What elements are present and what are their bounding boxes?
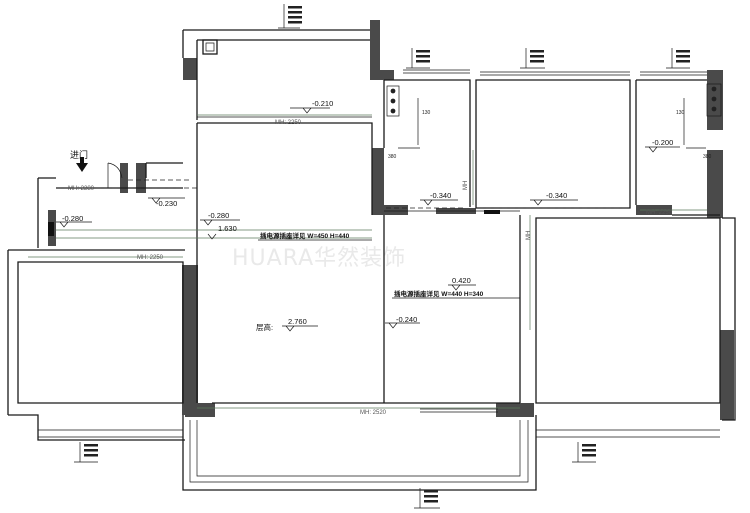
right-bedroom-outline [535, 217, 721, 404]
entry-arrow-icon [76, 163, 88, 172]
fixture-label-living: 插电源插座详见 W=450 H=440 [260, 231, 350, 240]
room-outlines [7, 29, 736, 491]
top-room-fixture-inner [205, 42, 215, 52]
callout-leader [414, 488, 440, 509]
light-dot [390, 98, 396, 104]
balcony-outline [182, 415, 537, 491]
center-hall-outline [383, 215, 521, 403]
level-center: -0.240 [396, 315, 417, 324]
right-outer-wall-line [722, 217, 736, 421]
level-left-entry: -0.280 [62, 214, 83, 223]
level-top-room: -0.210 [312, 99, 333, 108]
bath-vertical-mh: MH [463, 181, 469, 190]
dimension-lines: 130 380 130 380 [388, 98, 712, 160]
level-entry: -0.230 [156, 199, 177, 208]
level-center-room: -0.340 [430, 191, 451, 200]
level-symbol [290, 107, 330, 114]
wall [182, 265, 198, 415]
top-room-outline [182, 29, 370, 120]
level-symbol [530, 199, 578, 206]
level-symbol [200, 219, 240, 226]
floor-height-label: 层高: [256, 322, 273, 332]
light-panel [706, 83, 722, 117]
outlet-mark [484, 210, 500, 214]
mh-left-room: MH: 2250 [137, 255, 164, 261]
left-bedroom-outline [7, 249, 185, 441]
bathroom-outline [383, 79, 471, 207]
outlet-height: 0.420 [452, 276, 471, 285]
top-room-fixture [202, 39, 218, 55]
ceiling-lines [28, 114, 707, 413]
mh-right-room: MH: 2250 [646, 210, 673, 216]
light-dot [711, 96, 717, 102]
callout-leader [278, 4, 300, 29]
wall [496, 403, 534, 417]
left-rail [38, 429, 183, 438]
light-dot [711, 86, 717, 92]
entry-label: 进门 [70, 149, 88, 160]
wall [370, 20, 380, 70]
mh-entry: MH: 2280 [68, 186, 95, 192]
light-dot [711, 106, 717, 112]
callout-leader [520, 48, 545, 69]
bath-vertical-dim: 130 [422, 110, 431, 116]
balcony-rail-inner [196, 420, 521, 477]
watermark: HUARA华然装饰 [232, 246, 406, 271]
light-dot [390, 88, 396, 94]
wall [185, 403, 215, 417]
level-symbol [448, 284, 476, 291]
balcony-rail [189, 420, 529, 483]
level-symbol [385, 322, 420, 329]
mh-top-room: MH: 2250 [275, 120, 302, 126]
right-horizontal-dim: 380 [703, 154, 712, 160]
right-room-outline [635, 79, 720, 216]
level-markers: -0.210 -0.230 -0.280 -0.280 1.630 -0.340… [56, 99, 680, 332]
level-symbol [148, 197, 185, 204]
level-symbol [56, 221, 92, 228]
callout-leader [666, 48, 690, 69]
bath-horizontal-dim: 380 [388, 154, 397, 160]
callout-text-bars [84, 6, 690, 503]
mh-living-bottom: MH: 2520 [360, 410, 387, 416]
middle-room-outline [475, 79, 631, 209]
wall [372, 205, 408, 215]
wall [136, 163, 146, 193]
center-vertical-mh: MH [526, 231, 532, 240]
left-bedroom-inner [17, 261, 184, 404]
floor-height-value: 2.760 [288, 317, 307, 326]
callout-leader [406, 48, 430, 69]
wall [707, 150, 723, 218]
light-dot [390, 108, 396, 114]
entry-outline [37, 162, 183, 248]
wall [720, 330, 734, 420]
entry-arrow-stem [80, 157, 84, 164]
level-living: -0.280 [208, 211, 229, 220]
fixtures [48, 83, 722, 236]
light-panel [386, 85, 400, 117]
elevation-callouts [74, 4, 690, 509]
wall [372, 148, 384, 212]
level-symbol [645, 146, 680, 153]
right-vertical-dim: 130 [676, 110, 685, 116]
entry-door: 进门 [70, 149, 123, 188]
level-symbol [207, 233, 217, 240]
fixture-label-center: 插电源插座详见 W=440 H=340 [394, 289, 484, 298]
wall [120, 163, 128, 193]
level-symbol [282, 325, 318, 332]
level-bath-room: -0.340 [546, 191, 567, 200]
callout-leader [572, 442, 596, 463]
level-symbol [420, 199, 458, 206]
wall [370, 70, 394, 80]
level-right-room: -0.200 [652, 138, 673, 147]
entry-panel [48, 222, 54, 236]
right-rail [536, 429, 720, 438]
living-room-outline [196, 122, 520, 404]
door-swing [107, 162, 123, 188]
level-living-ceiling: 1.630 [218, 224, 237, 233]
callout-leader [74, 442, 98, 463]
wall [183, 58, 197, 80]
